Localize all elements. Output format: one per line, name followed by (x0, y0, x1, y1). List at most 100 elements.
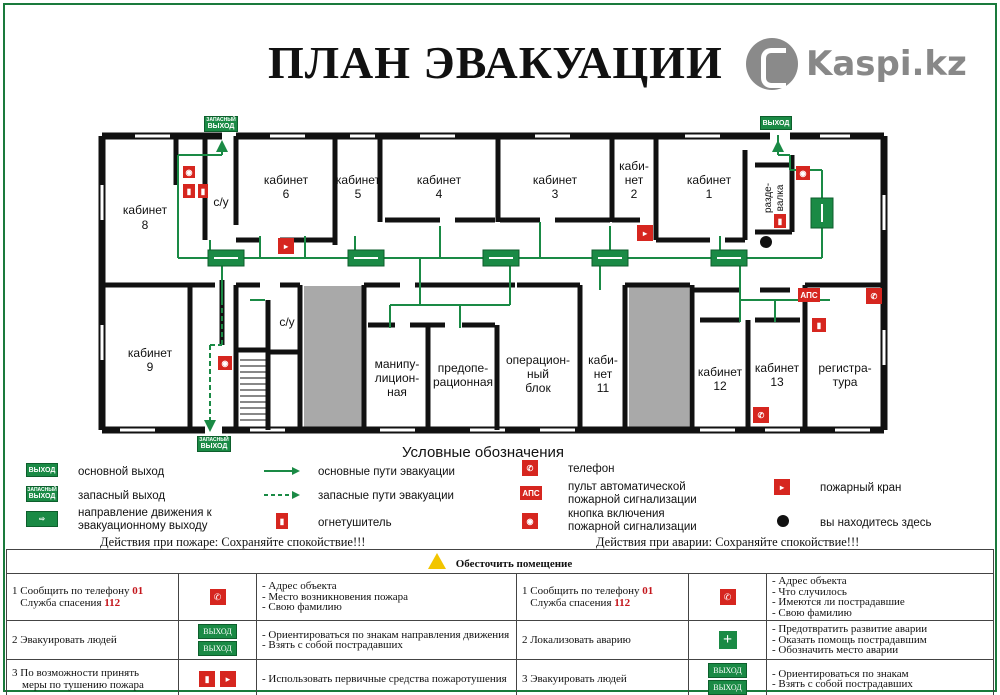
brand-name: Kaspi.kz (806, 44, 967, 84)
room-3-label: кабинет (533, 173, 578, 187)
spare-exit-sign-icon: ВЫХОД (198, 641, 237, 656)
staircase-steps (240, 359, 268, 421)
legend-direction-label-2: эвакуационному выходу (78, 520, 208, 532)
alarm-panel-icon: АПС (798, 288, 820, 302)
legend-main-routes-label: основные пути эвакуации (318, 466, 455, 478)
cloakroom-label-2: валка (775, 184, 786, 211)
room-1-label: кабинет (687, 173, 732, 187)
legend-main-exit-sign: ВЫХОД (26, 463, 58, 477)
inner-walls (102, 136, 884, 430)
stairwell-right (629, 286, 689, 428)
fire-step-1-icons: ✆ (178, 573, 257, 621)
legend-phone-label: телефон (568, 463, 615, 475)
alarm-button-icon: ◉ (218, 356, 232, 370)
fire-extinguisher-icon: ▮ (198, 184, 208, 198)
windows (100, 134, 886, 432)
legend-extinguisher-label: огнетушитель (318, 517, 392, 529)
phone-icon: ✆ (866, 288, 882, 304)
room-6-label: кабинет (264, 173, 309, 187)
room-2-number: 2 (631, 187, 638, 201)
operating-room-label-1: операцион- (506, 353, 570, 367)
fire-extinguisher-icon: ▮ (276, 513, 288, 529)
page-title: ПЛАН ЭВАКУАЦИИ (268, 37, 723, 88)
accident-step-1-notes: - Адрес объекта- Что случилось- Имеются … (766, 573, 994, 621)
restroom-2-label: с/у (279, 315, 294, 329)
brand-watermark: Kaspi.kz (746, 38, 967, 90)
fire-extinguisher-icon: ▮ (183, 184, 195, 198)
evacuation-routes-spare (209, 300, 223, 420)
legend-button-label-1: кнопка включения (568, 508, 665, 520)
operating-room-label-2: ный (527, 367, 549, 381)
room-5-label: кабинет (336, 173, 381, 187)
accident-step-2-notes: - Предотвратить развитие аварии- Оказать… (766, 620, 994, 660)
instructions-table: Обесточить помещение 1 Сообщить по телеф… (6, 549, 994, 695)
legend-aps-label-1: пульт автоматической (568, 481, 686, 493)
phone-icon: ✆ (719, 589, 736, 605)
exit-sign-icon: ВЫХОД (708, 663, 747, 678)
fire-step-1-notes: - Адрес объекта- Место возникновения пож… (256, 573, 517, 621)
room-1-number: 1 (706, 187, 713, 201)
reception-label-2: тура (833, 375, 858, 389)
legend-hydrant-label: пожарный кран (820, 482, 902, 494)
legend-you-are-here-marker (777, 515, 789, 527)
you-are-here-marker (760, 236, 772, 248)
preop-room-label-1: предопе- (438, 361, 488, 375)
phone-icon: ✆ (522, 460, 538, 476)
accident-step-3: 3 Эвакуировать людей (516, 659, 689, 695)
legend-direction-sign: ⇨ (26, 511, 58, 527)
phone-icon: ✆ (209, 589, 226, 605)
fire-hydrant-icon: ▸ (278, 238, 294, 254)
fire-hydrant-icon: ▸ (637, 225, 653, 241)
room-2-label-2: нет (625, 173, 644, 187)
legend-title: Условные обозначения (402, 444, 565, 461)
instructions-header: Обесточить помещение (6, 549, 994, 574)
fire-extinguisher-icon: ▮ (199, 671, 216, 687)
fire-step-2-icons: ВЫХОД ВЫХОД (178, 620, 257, 660)
accident-step-3-notes: - Ориентироваться по знакам- Взять с соб… (766, 659, 994, 695)
accident-step-1-icons: ✆ (688, 573, 767, 621)
room-3-number: 3 (552, 187, 559, 201)
room-8-number: 8 (142, 218, 149, 232)
accident-step-2-icons: + (688, 620, 767, 660)
fire-step-3-notes: - Использовать первичные средства пожаро… (256, 659, 517, 695)
fire-step-3: 3 По возможности принять меры по тушению… (6, 659, 179, 695)
legend-you-are-here-label: вы находитесь здесь (820, 517, 932, 529)
accident-step-1: 1 Сообщить по телефону 01 Служба спасени… (516, 573, 689, 621)
room-8-label: кабинет (123, 203, 168, 217)
alarm-button-icon: ◉ (183, 166, 195, 178)
manipulation-room-label-2: лицион- (375, 371, 420, 385)
stairwell-left (304, 286, 364, 428)
first-aid-icon: + (718, 631, 737, 649)
legend-main-exit-label: основной выход (78, 466, 165, 478)
legend-route-lines (264, 467, 300, 499)
room-12-label: кабинет (698, 365, 743, 379)
room-13-label: кабинет (755, 361, 800, 375)
room-9-label: кабинет (128, 346, 173, 360)
main-exit-sign-top: ВЫХОД (760, 116, 792, 130)
fire-step-3-icons: ▮ ▸ (178, 659, 257, 695)
legend-spare-exit-label: запасный выход (78, 490, 166, 502)
fire-step-2-notes: - Ориентироваться по знакам направления … (256, 620, 517, 660)
manipulation-room-label-1: манипу- (375, 357, 420, 371)
alarm-panel-icon: АПС (520, 486, 542, 500)
spare-exit-sign-icon: ВЫХОД (708, 680, 747, 695)
accident-step-2: 2 Локализовать аварию (516, 620, 689, 660)
preop-room-label-2: рационная (433, 375, 493, 389)
room-13-number: 13 (770, 375, 784, 389)
legend-direction-label-1: направление движения к (78, 507, 212, 519)
fire-extinguisher-icon: ▮ (812, 318, 826, 332)
restroom-1-label: с/у (213, 195, 228, 209)
room-11-label-1: каби- (588, 353, 618, 367)
reception-label-1: регистра- (818, 361, 871, 375)
fire-step-1: 1 Сообщить по телефону 01 Служба спасени… (6, 573, 179, 621)
brand-logo-icon (746, 38, 798, 90)
room-11-number: 11 (597, 381, 610, 395)
legend-spare-routes-label: запасные пути эвакуации (318, 490, 454, 502)
room-4-number: 4 (436, 187, 443, 201)
room-9-number: 9 (147, 360, 154, 374)
operating-room-label-3: блок (525, 381, 551, 395)
